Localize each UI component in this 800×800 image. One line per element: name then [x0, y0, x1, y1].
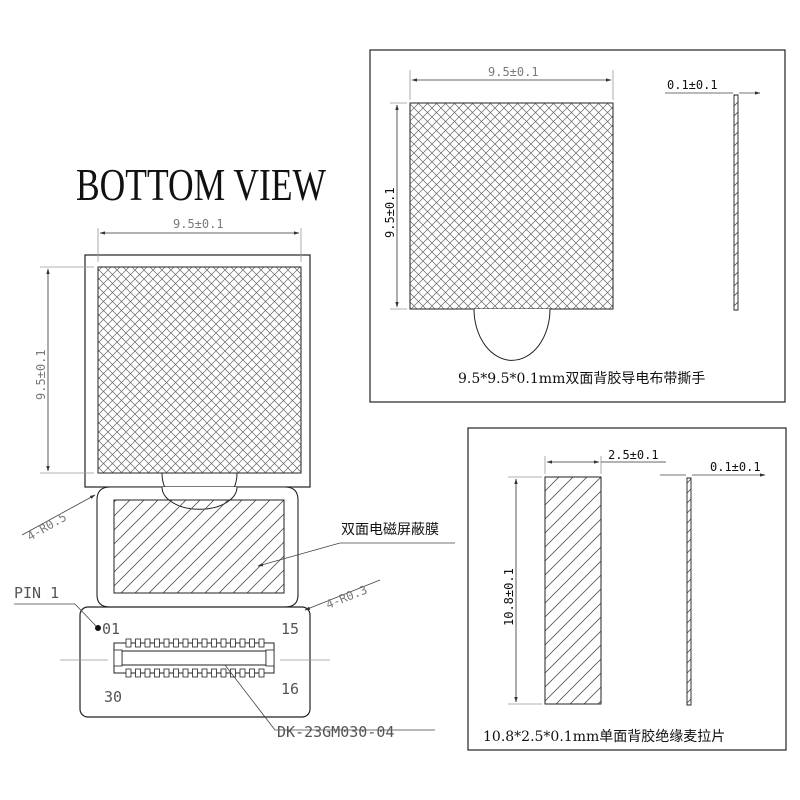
connector-pin	[201, 638, 208, 648]
connector-pin	[144, 638, 151, 648]
connector-pin	[230, 638, 236, 648]
connector-pin	[258, 638, 265, 648]
connector-pin	[125, 638, 132, 648]
connector-pin	[182, 668, 189, 678]
pin-30-label: 30	[104, 688, 122, 706]
tape-side-profile	[733, 94, 739, 311]
corner-radius-top: 4-R0.5	[25, 510, 70, 544]
connector-pin	[201, 668, 208, 678]
pin1-dot	[95, 625, 101, 631]
emi-shield-film	[113, 499, 285, 594]
connector-pin	[144, 668, 151, 678]
connector-pin	[258, 668, 265, 678]
tape-width-dim: 9.5±0.1	[488, 65, 539, 79]
pin1-callout: PIN 1	[14, 584, 59, 602]
bottom-view: 01 15 30 16 PIN 1 9.5±0.1 9.5±0.1 4-R0.5…	[14, 217, 455, 741]
connector-pin	[239, 638, 246, 648]
mylar-side-profile	[686, 477, 692, 706]
connector-pin	[249, 668, 255, 678]
connector-pin	[135, 668, 141, 678]
shield-film-label: 双面电磁屏蔽膜	[341, 522, 439, 538]
mylar-caption: 10.8*2.5*0.1mm单面背胶绝缘麦拉片	[483, 728, 725, 745]
connector-pin	[249, 638, 255, 648]
tape-pull-tab	[473, 308, 551, 361]
corner-radius-bottom: 4-R0.3	[324, 583, 369, 612]
pin-16-label: 16	[281, 680, 299, 698]
panel-frame	[467, 427, 787, 751]
panel-mylar-insulation: 2.5±0.1 10.8±0.1 0.1±0.1 10.8*2.5*0.1mm单…	[467, 427, 787, 751]
connector-part-number: DK-23GM030-04	[277, 723, 394, 741]
panel-frame	[369, 49, 786, 403]
connector-pin	[163, 638, 170, 648]
mylar-height-dim: 10.8±0.1	[502, 568, 516, 626]
mylar-hatch-rect	[544, 476, 602, 705]
panel-conductive-tape: 9.5±0.1 9.5±0.1 0.1±0.1 9.5*9.5*0.1mm双面背…	[369, 49, 786, 403]
conductive-tape-area	[97, 266, 302, 474]
bottom-width-dim: 9.5±0.1	[173, 217, 224, 231]
connector-pin	[182, 638, 189, 648]
tape-caption: 9.5*9.5*0.1mm双面背胶导电布带撕手	[458, 370, 705, 387]
pin-01-label: 01	[102, 620, 120, 638]
tape-thickness-dim: 0.1±0.1	[667, 78, 718, 92]
bottom-height-dim: 9.5±0.1	[34, 349, 48, 400]
connector-pin	[220, 638, 227, 648]
connector-pin	[173, 638, 179, 648]
connector-pin	[163, 668, 170, 678]
connector-pin	[211, 638, 217, 648]
pin-15-label: 15	[281, 620, 299, 638]
mylar-thickness-dim: 0.1±0.1	[710, 460, 761, 474]
tape-hatch-square	[409, 102, 614, 310]
connector-pin	[239, 668, 246, 678]
connector-pin	[211, 668, 217, 678]
connector-pin	[173, 668, 179, 678]
connector-pin	[192, 668, 198, 678]
connector-pin	[230, 668, 236, 678]
board-to-board-connector	[113, 638, 275, 678]
connector-pin	[192, 638, 198, 648]
connector-pin	[125, 668, 132, 678]
connector-pin	[135, 638, 141, 648]
mylar-width-dim: 2.5±0.1	[608, 448, 659, 462]
page-title: BOTTOM VIEW	[76, 159, 326, 210]
connector-pin	[220, 668, 227, 678]
connector-pin	[154, 668, 160, 678]
connector-pin	[154, 638, 160, 648]
tape-height-dim: 9.5±0.1	[383, 187, 397, 238]
